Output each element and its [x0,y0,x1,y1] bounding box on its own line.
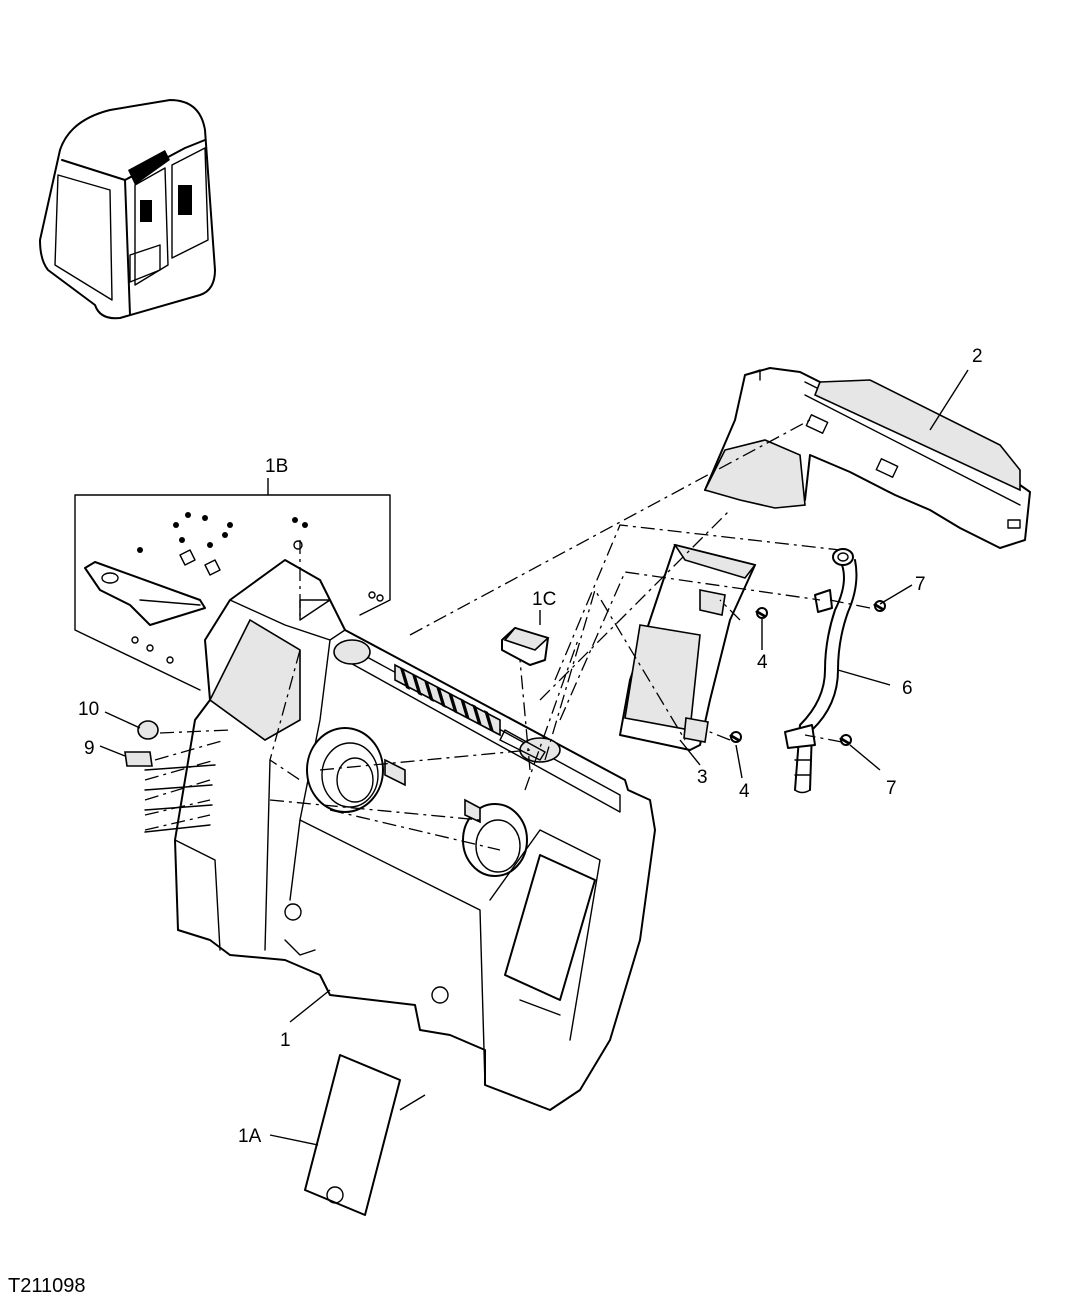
callout-1b: 1B [265,456,288,477]
callout-4-lower: 4 [739,781,750,802]
part-1c-label [501,627,550,666]
callout-labels: 1 1A 1B 1C 2 3 4 4 6 7 7 9 10 T211098 [8,346,983,1297]
cab-locator-illustration [39,99,216,320]
vent-grille [400,668,494,732]
callout-7-lower: 7 [886,778,897,799]
screw-4-lower [729,731,742,743]
part-2-upper-panel [703,367,1031,549]
assembly-centerlines [144,419,871,851]
figure-reference: T211098 [8,1275,85,1297]
callout-6: 6 [902,678,913,699]
callout-2: 2 [972,346,983,367]
detail-1b-inset [74,494,391,691]
screw-4-upper [755,607,768,619]
part-3-side-duct [619,543,757,751]
screw-7-lower [839,734,852,746]
part-9-cap [124,751,153,767]
callout-10: 10 [78,699,99,720]
callout-1: 1 [280,1030,291,1051]
callout-7-upper: 7 [915,574,926,595]
callout-9: 9 [84,738,95,759]
part-10-plug [137,720,159,740]
air-outlet-left [306,727,384,813]
screw-7-upper [873,600,886,612]
part-6-hose [784,548,858,794]
1b-fasteners [131,512,384,664]
part-1a-decal [304,1054,401,1216]
callout-1c: 1C [532,589,556,610]
callout-1a: 1A [238,1126,262,1147]
callout-3: 3 [697,767,708,788]
callout-4-upper: 4 [757,652,768,673]
leader-lines [99,369,969,1146]
part-1-rear-panel [174,559,656,1111]
